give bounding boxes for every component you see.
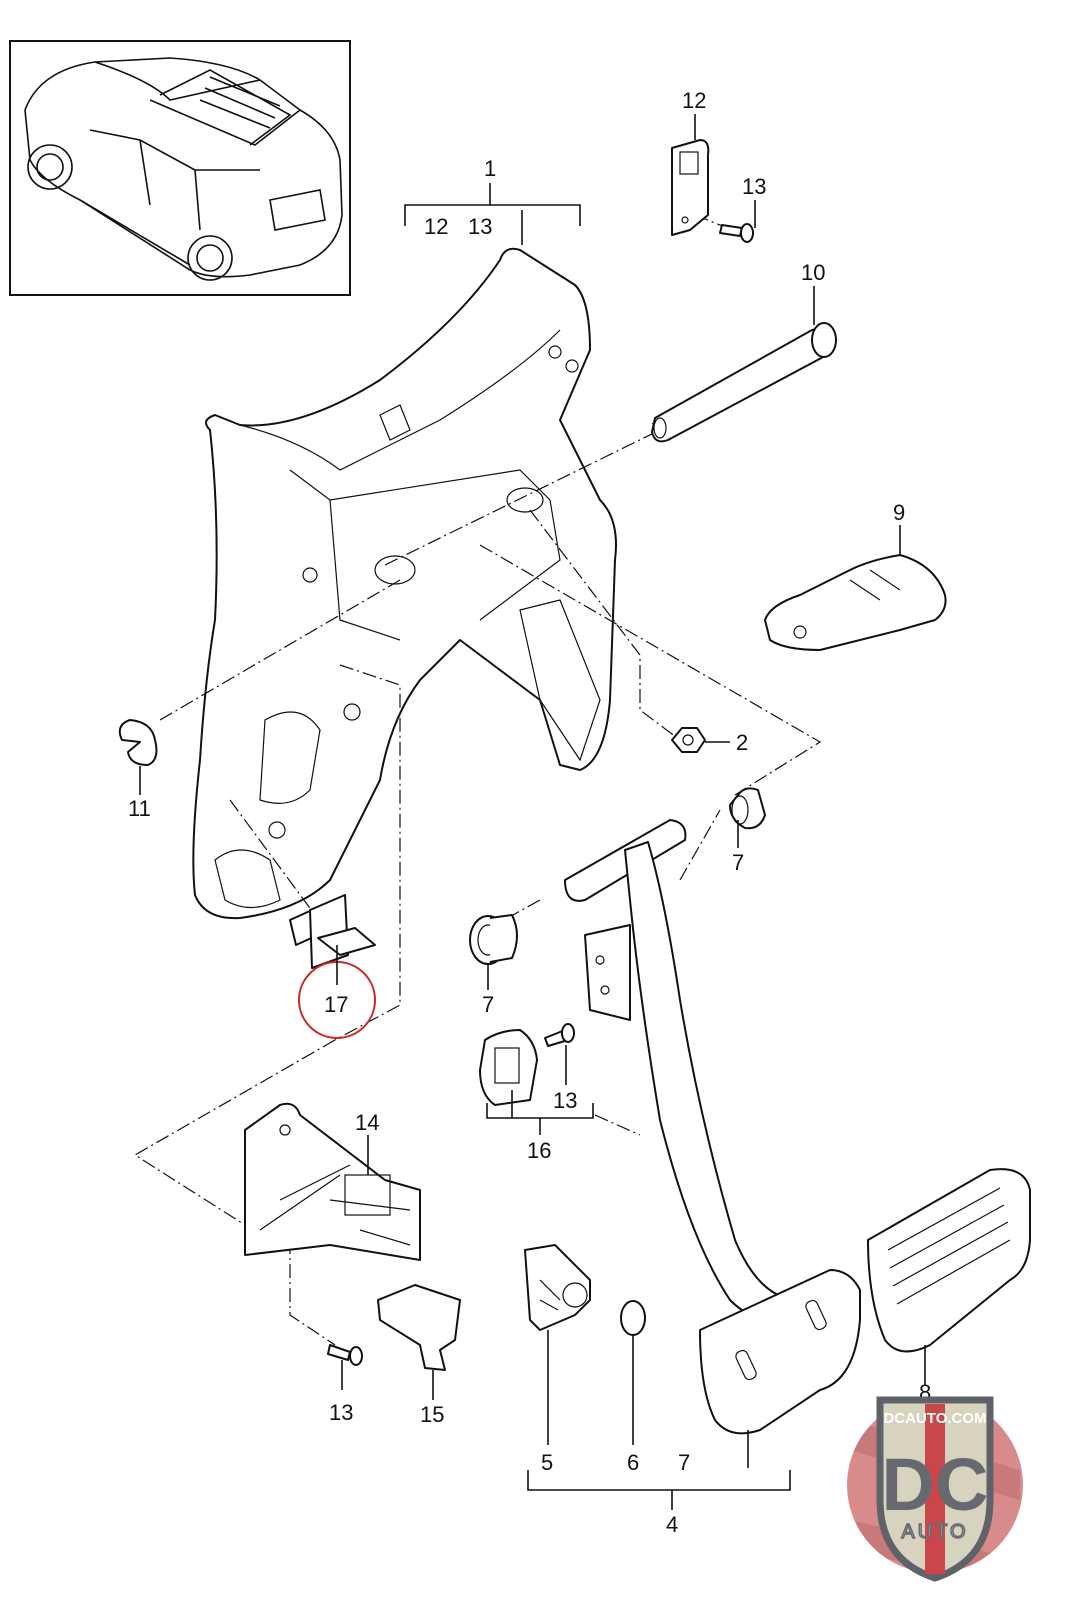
logo-letters: DC [882, 1443, 989, 1526]
pedal-lever-part-4 [564, 819, 861, 1435]
bushing-part-7-left [469, 914, 518, 965]
callout-1-sub-12: 12 [424, 214, 448, 239]
callout-12: 12 [682, 88, 706, 113]
switch-part-17 [289, 894, 376, 969]
pedal-bracket-part-1 [192, 247, 617, 920]
callout-1: 1 [484, 156, 496, 181]
sensor-part-15 [377, 1284, 461, 1371]
switch-part-16 [479, 1023, 575, 1106]
callout-4-sub-6: 6 [627, 1450, 639, 1475]
bushing-part-7-right [729, 787, 766, 830]
plate-part-12 [671, 139, 710, 236]
pivot-pin-part-10 [651, 322, 837, 443]
callout-7-right: 7 [732, 850, 744, 875]
bracket-part-5 [524, 1244, 591, 1331]
vehicle-inset [9, 40, 351, 296]
logo-site: DCAUTO.COM [883, 1410, 986, 1427]
screw-part-13-bottom [327, 1344, 363, 1366]
callout-11: 11 [128, 796, 151, 821]
callout-4-sub-7: 7 [678, 1450, 690, 1475]
callout-13-top: 13 [742, 174, 766, 199]
callout-16: 16 [527, 1138, 551, 1163]
pedal-pad-part-8 [867, 1168, 1031, 1353]
cover-part-9 [764, 554, 947, 651]
sensor-bracket-part-14 [244, 1102, 421, 1261]
nut-part-2 [671, 727, 706, 753]
callout-9: 9 [893, 500, 905, 525]
callout-15: 15 [420, 1402, 444, 1427]
callout-16-sub-13: 13 [553, 1088, 577, 1113]
callout-2: 2 [736, 730, 748, 755]
washer-part-6 [620, 1300, 646, 1336]
callout-13-bottom: 13 [329, 1400, 353, 1425]
callout-7-left: 7 [482, 992, 494, 1017]
logo-sub: AUTO [901, 1521, 968, 1543]
screw-part-13-top [719, 223, 754, 243]
callout-4: 4 [666, 1512, 678, 1537]
callout-4-sub-5: 5 [541, 1450, 553, 1475]
callout-14: 14 [355, 1110, 379, 1135]
callout-10: 10 [801, 260, 825, 285]
callout-1-sub-13: 13 [468, 214, 492, 239]
clip-part-11 [118, 719, 158, 766]
callout-17: 17 [324, 992, 348, 1017]
leader-lines [139, 114, 926, 1510]
callout-labels: 1 12 13 2 4 5 6 7 7 7 8 9 10 11 12 13 13… [128, 88, 931, 1537]
dcauto-logo: DCAUTO.COM DC AUTO [847, 1396, 1023, 1582]
